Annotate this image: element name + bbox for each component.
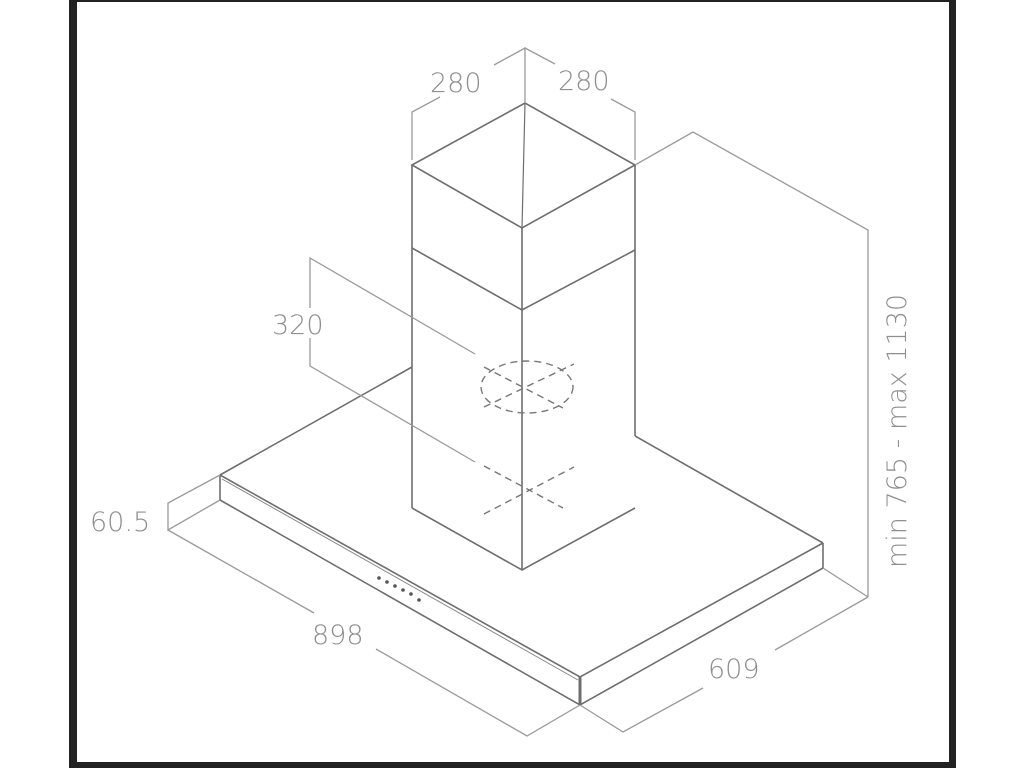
total-height-label: min 765 - max 1130 <box>882 294 913 568</box>
outlet-height-label: 320 <box>272 310 324 341</box>
chimney-width-right-label: 280 <box>558 66 610 97</box>
drawing-frame <box>69 0 956 768</box>
hood-width-label: 898 <box>312 620 364 651</box>
control-buttons <box>377 576 421 602</box>
dimension-lines <box>167 46 869 737</box>
chimney-width-left-label: 280 <box>430 68 482 99</box>
hood-thickness-label: 60.5 <box>90 507 150 538</box>
hood-depth-label: 609 <box>708 654 760 685</box>
outlet-markers <box>480 360 575 515</box>
chimney <box>410 102 637 571</box>
